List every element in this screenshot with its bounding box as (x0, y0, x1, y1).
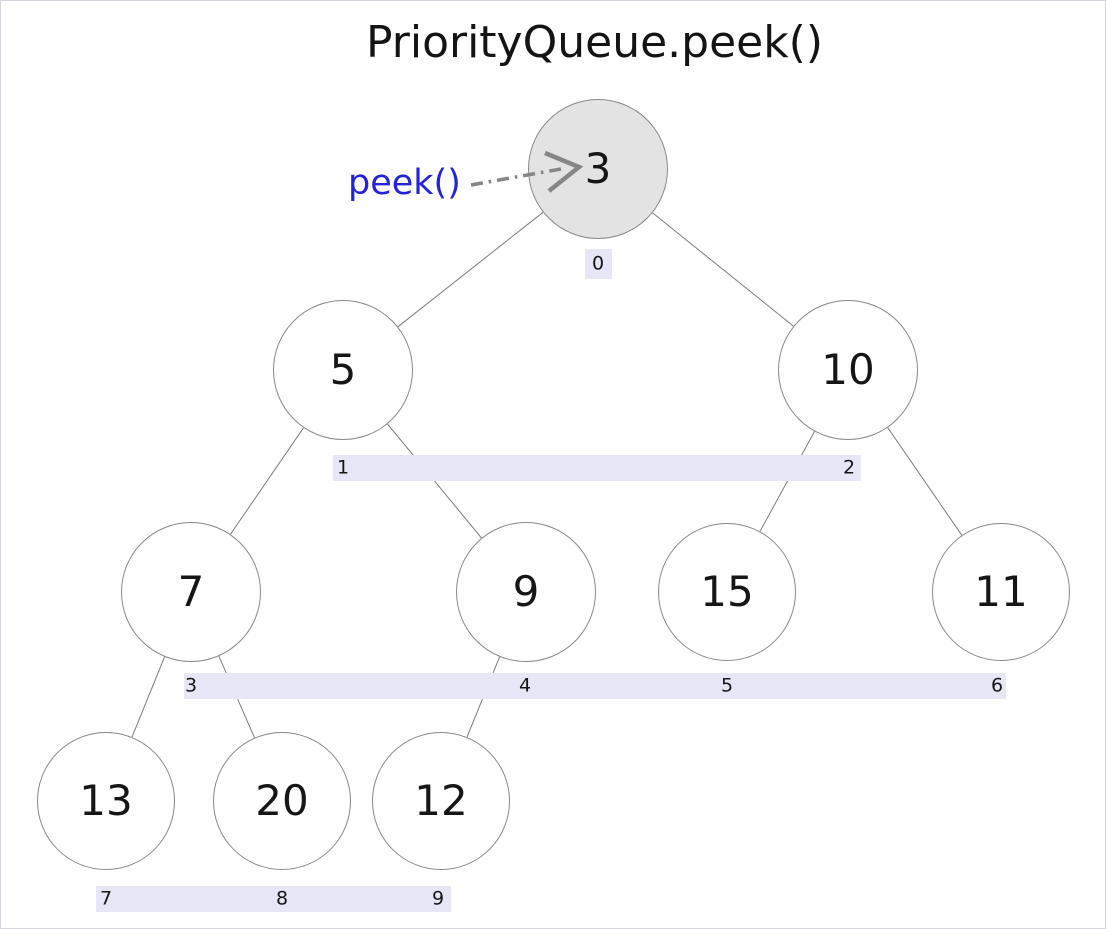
index-band-level-3: 7 8 9 (96, 886, 451, 912)
heap-index-label: 0 (591, 252, 605, 275)
tree-edge (131, 656, 166, 738)
heap-node-12: 12 (372, 732, 510, 870)
tree-edge (652, 212, 794, 327)
heap-index-label: 7 (99, 887, 113, 910)
heap-index-label: 9 (431, 887, 445, 910)
node-value: 11 (974, 567, 1028, 616)
index-band-level-0: 0 (585, 249, 612, 279)
node-value: 20 (255, 776, 309, 825)
node-value: 5 (329, 345, 357, 394)
heap-node-7: 7 (121, 522, 261, 662)
node-value: 3 (584, 144, 612, 193)
node-value: 15 (700, 567, 754, 616)
node-value: 7 (177, 567, 205, 616)
heap-index-label: 2 (842, 456, 856, 479)
heap-index-label: 4 (518, 674, 532, 697)
heap-node-9: 9 (456, 522, 596, 662)
tree-edge (387, 423, 482, 539)
tree-edge (887, 427, 963, 536)
peek-label: peek() (348, 163, 461, 203)
index-band-level-2: 3 4 5 6 (184, 673, 1006, 699)
node-value: 13 (79, 776, 133, 825)
tree-edge (759, 431, 815, 532)
heap-node-13: 13 (37, 732, 175, 870)
tree-edge (397, 211, 544, 328)
heap-index-label: 6 (990, 674, 1004, 697)
node-value: 10 (821, 345, 875, 394)
tree-edge (230, 427, 304, 535)
heap-node-11: 11 (932, 523, 1070, 661)
heap-index-label: 8 (275, 887, 289, 910)
heap-node-5: 5 (273, 300, 413, 440)
node-value: 12 (414, 776, 468, 825)
heap-index-label: 3 (184, 674, 198, 697)
heap-node-15: 15 (658, 523, 796, 661)
heap-index-label: 1 (336, 456, 350, 479)
diagram-title: PriorityQueue.peek() (366, 17, 824, 68)
node-value: 9 (512, 567, 540, 616)
heap-node-3: 3 (528, 99, 668, 239)
heap-node-20: 20 (213, 732, 351, 870)
heap-index-label: 5 (720, 674, 734, 697)
heap-node-10: 10 (778, 300, 918, 440)
